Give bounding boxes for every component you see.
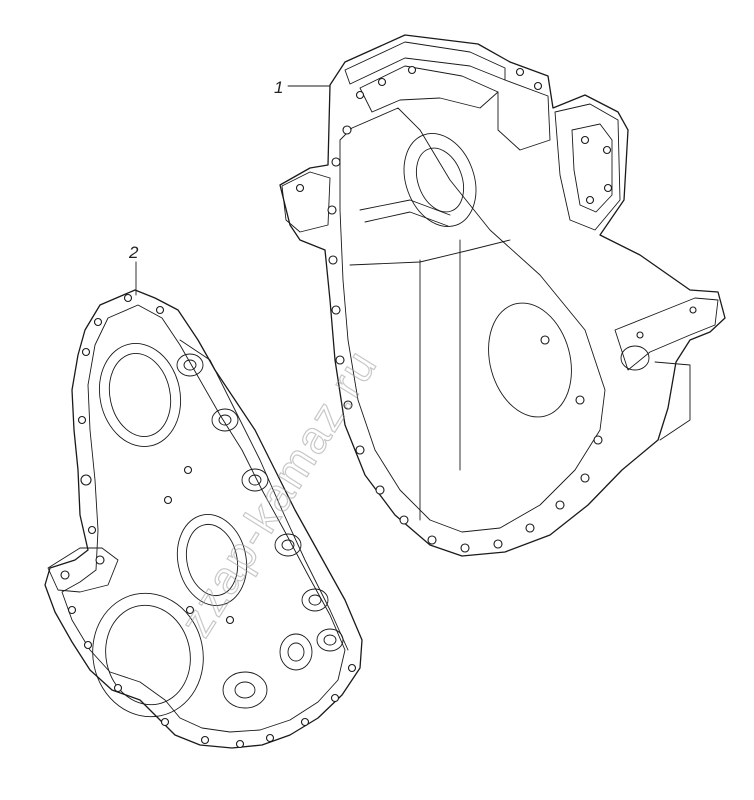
perimeter-bolt-holes (67, 293, 357, 749)
callout-2-label: 2 (128, 243, 139, 262)
watermark: zzap-kamaz.ru (169, 340, 387, 645)
flange-bolt-holes (295, 65, 697, 553)
gear-bores (92, 343, 248, 718)
rib-bosses (176, 339, 349, 709)
callout-1: 1 (274, 78, 331, 97)
part-1-flywheel-housing (279, 34, 726, 557)
part-2-gear-cover (44, 289, 363, 749)
callout-1-label: 1 (274, 78, 283, 97)
callout-2: 2 (128, 243, 139, 296)
